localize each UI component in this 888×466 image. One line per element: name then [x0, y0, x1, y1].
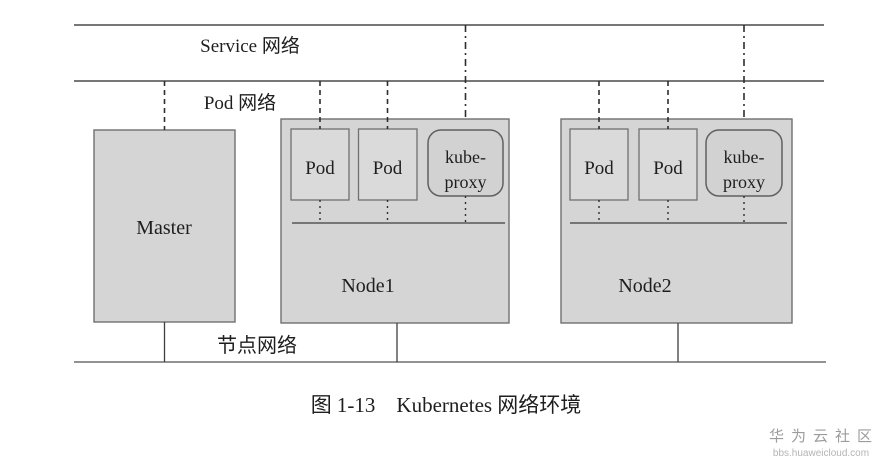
master-label: Master: [136, 217, 192, 239]
node1-kube-proxy-label-line2: proxy: [445, 172, 487, 192]
watermark-url: bbs.huaweicloud.com: [773, 448, 869, 459]
node2-kube-proxy-label-line1: kube-: [724, 147, 765, 167]
figure-caption: 图 1-13 Kubernetes 网络环境: [311, 393, 582, 417]
node1-kube-proxy-label-line1: kube-: [445, 147, 486, 167]
node2-kube-proxy-label-line2: proxy: [723, 172, 765, 192]
node2-pod2-box: [638, 128, 698, 201]
node2-pod2-label: Pod: [653, 158, 683, 179]
node2-pod1-label: Pod: [584, 158, 614, 179]
node-network-label: 节点网络: [217, 334, 297, 357]
pod-network-label: Pod 网络: [204, 92, 276, 114]
node1-pod2-box: [357, 128, 418, 201]
node1-pod2-label: Pod: [373, 158, 403, 179]
service-network-label: Service 网络: [200, 35, 300, 57]
master-box: [93, 129, 236, 323]
watermark-title: 华为云社区: [769, 428, 879, 445]
node1-label: Node1: [341, 275, 394, 297]
node2-label: Node2: [618, 275, 671, 297]
node1-pod1-box: [290, 128, 350, 201]
node1-pod1-label: Pod: [305, 158, 335, 179]
